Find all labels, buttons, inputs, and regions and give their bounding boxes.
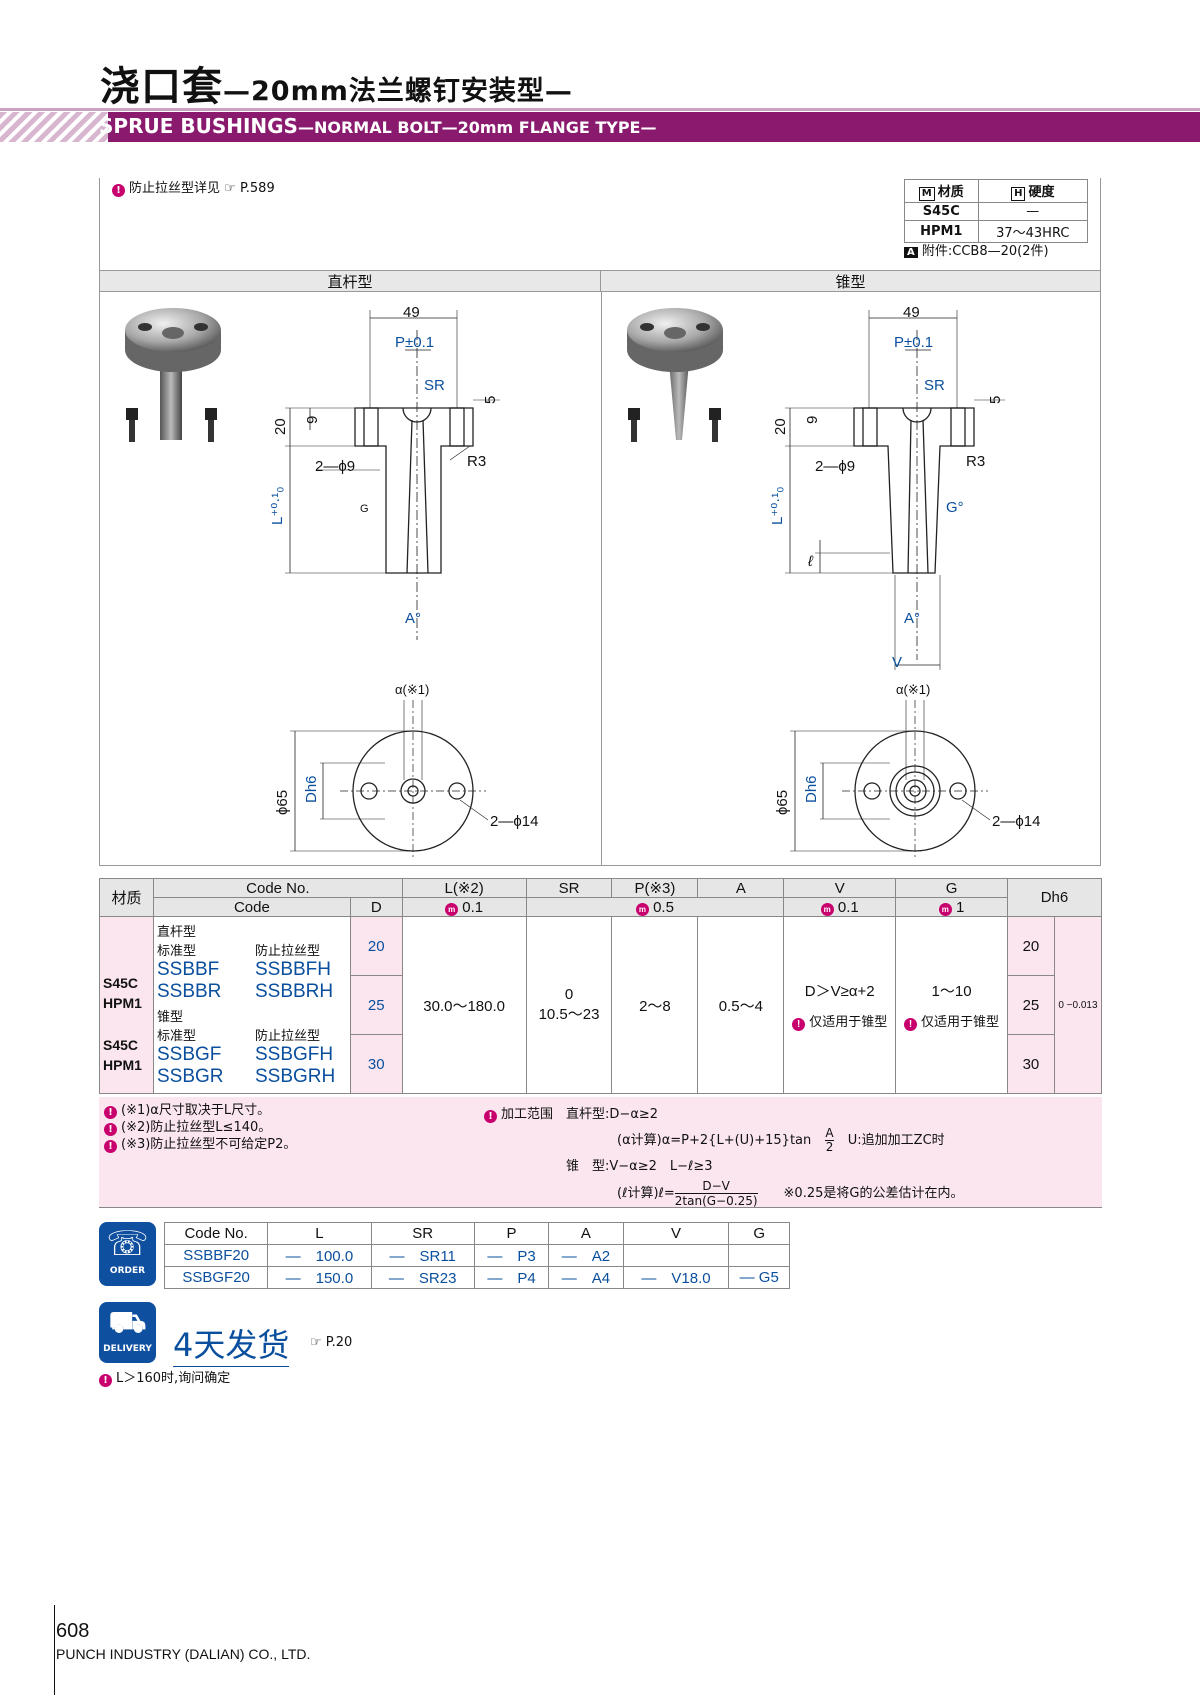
section-tapered: 锥型 — [601, 270, 1100, 292]
product-photo-straight — [125, 308, 221, 442]
top-note: !防止拉丝型详见 ☞ P.589 — [112, 177, 275, 197]
footer-rule — [54, 1605, 55, 1695]
order-icon: ☏ ORDER — [99, 1222, 156, 1286]
svg-text:Dh6: Dh6 — [303, 775, 320, 803]
svg-text:2—ϕ14: 2—ϕ14 — [992, 813, 1040, 830]
svg-text:A°: A° — [405, 610, 421, 627]
svg-text:G: G — [360, 503, 369, 515]
delivery-ref: ☞ P.20 — [310, 1335, 353, 1350]
delivery-note: !L＞160时,询问确定 — [99, 1367, 230, 1387]
banner-stripes — [0, 112, 108, 142]
svg-text:A°: A° — [904, 610, 920, 627]
svg-text:α(※1): α(※1) — [896, 682, 930, 697]
svg-text:SR: SR — [424, 377, 445, 394]
banner-line — [0, 108, 1200, 111]
notes-left: !(※1)α尺寸取决于L尺寸。 !(※2)防止拉丝型L≤140。 !(※3)防止… — [104, 1102, 296, 1153]
svg-text:5: 5 — [987, 396, 1004, 404]
svg-text:2—ϕ9: 2—ϕ9 — [315, 458, 355, 475]
tolerance-icon: m — [938, 902, 952, 916]
technical-drawings: 49 P±0.1 SR 5 9 20 2—ϕ9 R3 L⁺⁰·¹₀ G A° α… — [125, 304, 1040, 860]
straight-top-view — [290, 700, 489, 860]
page-title: 浇口套—20mm法兰螺钉安装型— — [100, 64, 573, 110]
svg-text:49: 49 — [403, 304, 420, 321]
svg-text:L⁺⁰·¹₀: L⁺⁰·¹₀ — [269, 487, 286, 526]
straight-side-view — [285, 310, 500, 640]
svg-text:20: 20 — [272, 418, 289, 435]
tapered-side-view — [785, 310, 1005, 670]
notes-range: !加工范围 直杆型:D−α≥2 (α计算)α=P+2{L+(U)+15}tan … — [484, 1102, 963, 1208]
tolerance-icon: m — [820, 902, 834, 916]
svg-text:R3: R3 — [966, 453, 985, 470]
title-banner — [0, 112, 1200, 142]
tolerance-icon: m — [635, 902, 649, 916]
english-title: SPRUE BUSHINGS—NORMAL BOLT—20mm FLANGE T… — [99, 114, 657, 138]
page-number: 608 — [56, 1620, 90, 1642]
tolerance-icon: m — [445, 902, 459, 916]
svg-text:P±0.1: P±0.1 — [395, 334, 434, 351]
section-straight: 直杆型 — [100, 270, 601, 292]
note-bullet-icon: ! — [112, 184, 125, 197]
svg-text:R3: R3 — [467, 453, 486, 470]
reference-hand-icon: ☞ — [310, 1335, 322, 1350]
drawing-panel — [99, 178, 1101, 866]
svg-text:α(※1): α(※1) — [395, 682, 429, 697]
svg-text:P±0.1: P±0.1 — [894, 334, 933, 351]
company-name: PUNCH INDUSTRY (DALIAN) CO., LTD. — [56, 1646, 311, 1662]
svg-text:2—ϕ14: 2—ϕ14 — [490, 813, 538, 830]
svg-text:ϕ65: ϕ65 — [774, 790, 791, 815]
svg-text:9: 9 — [804, 416, 821, 424]
section-divider — [601, 292, 602, 866]
product-photo-tapered — [627, 308, 723, 442]
delivery-days: 4天发货 — [173, 1320, 290, 1367]
reference-hand-icon: ☞ — [224, 181, 236, 196]
accessory-note: A 附件:CCB8—20(2件) — [904, 240, 1049, 259]
notes-panel — [99, 1097, 1102, 1208]
svg-text:Dh6: Dh6 — [803, 775, 820, 803]
svg-text:ℓ: ℓ — [807, 553, 814, 570]
phone-icon: ☏ — [106, 1224, 149, 1264]
svg-text:SR: SR — [924, 377, 945, 394]
svg-text:20: 20 — [772, 418, 789, 435]
truck-icon: ⛟ — [108, 1305, 147, 1340]
svg-text:V: V — [892, 654, 902, 671]
svg-text:9: 9 — [304, 416, 321, 424]
svg-text:5: 5 — [482, 396, 499, 404]
svg-text:2—ϕ9: 2—ϕ9 — [815, 458, 855, 475]
svg-text:L⁺⁰·¹₀: L⁺⁰·¹₀ — [769, 487, 786, 526]
svg-text:ϕ65: ϕ65 — [274, 790, 291, 815]
svg-text:G°: G° — [946, 499, 964, 516]
tapered-top-view — [790, 700, 991, 860]
svg-text:49: 49 — [903, 304, 920, 321]
delivery-icon: ⛟ DELIVERY — [99, 1302, 156, 1363]
